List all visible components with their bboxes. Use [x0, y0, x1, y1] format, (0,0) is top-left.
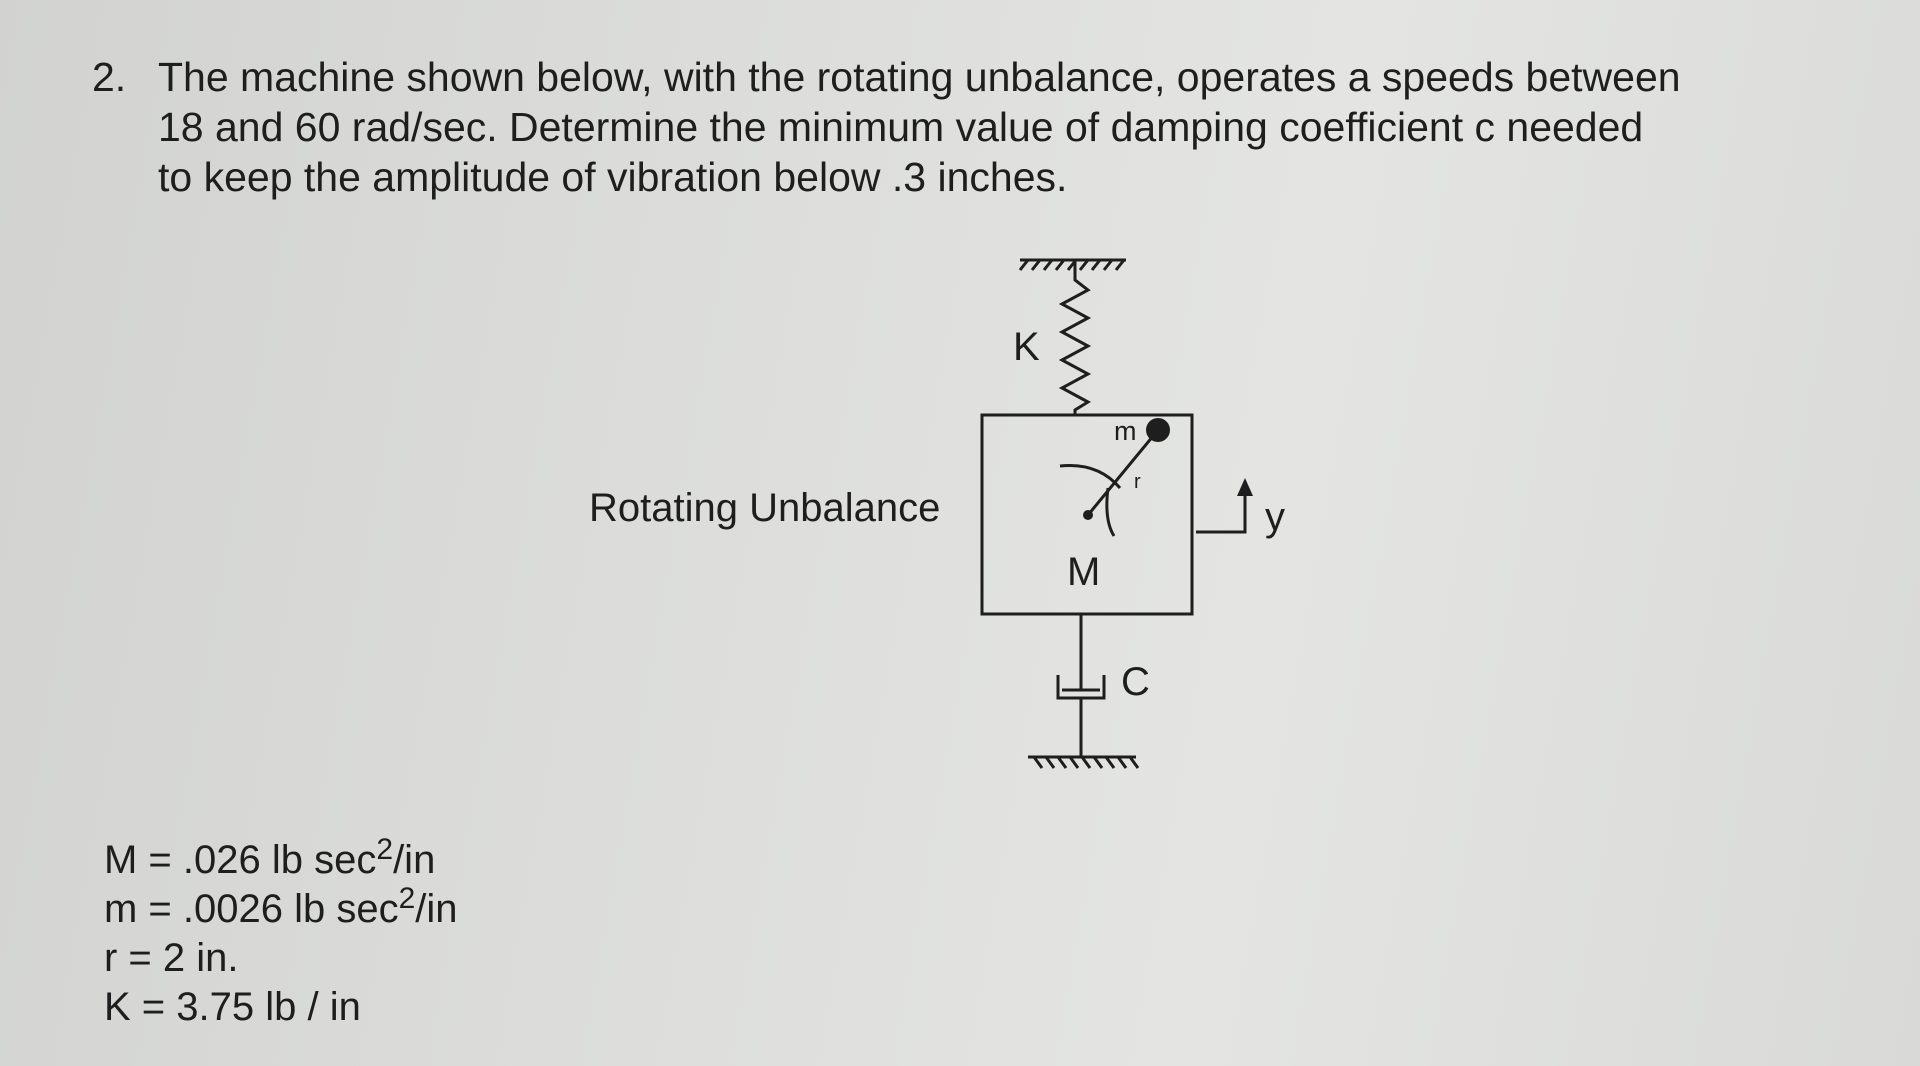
damper	[1056, 614, 1106, 757]
small-mass-label: m	[1114, 416, 1137, 446]
radius-label: r	[1134, 471, 1141, 493]
param-radius: r = 2 in.	[104, 936, 239, 980]
rotation-center	[1083, 510, 1093, 520]
displacement-arrow	[1196, 478, 1253, 534]
param-mass-m: m = .0026 lb sec2/in	[104, 882, 458, 932]
rotating-unbalance-label: Rotating Unbalance	[589, 486, 940, 530]
unbalance-mass	[1146, 418, 1170, 442]
top-fixed-support	[1018, 258, 1126, 271]
problem-line-2: 18 and 60 rad/sec. Determine the minimum…	[158, 104, 1644, 150]
param-stiffness: K = 3.75 lb / in	[104, 985, 361, 1029]
given-parameters: M = .026 lb sec2/in m = .0026 lb sec2/in…	[104, 833, 458, 1032]
spring	[1058, 260, 1092, 415]
problem-line-3: to keep the amplitude of vibration below…	[158, 154, 1068, 200]
bottom-ground	[1028, 755, 1140, 769]
rotating-unbalance-mechanism	[1059, 418, 1170, 537]
machine-box	[980, 413, 1194, 616]
spring-label: K	[1013, 325, 1040, 369]
mass-label: M	[1067, 550, 1100, 594]
displacement-label: y	[1265, 495, 1285, 539]
damper-label: C	[1121, 660, 1150, 704]
param-mass-M: M = .026 lb sec2/in	[104, 833, 436, 883]
problem-line-1: The machine shown below, with the rotati…	[158, 54, 1681, 100]
problem-number: 2.	[92, 54, 127, 100]
